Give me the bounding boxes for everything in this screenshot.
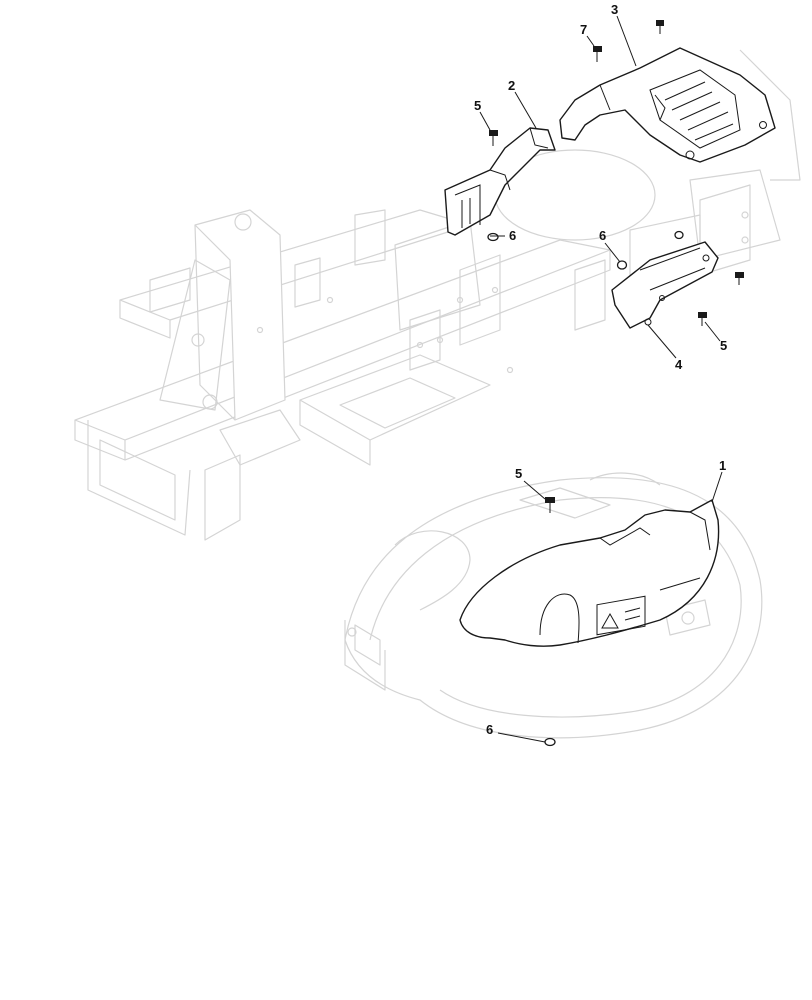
bolt-top-right[interactable]	[656, 20, 664, 34]
bolt-5-top-left[interactable]	[489, 130, 498, 146]
callout-5-right: 5	[720, 338, 727, 353]
part-2-side-cover[interactable]	[444, 127, 556, 236]
callout-7: 7	[580, 22, 587, 37]
part-4-side-plate[interactable]	[611, 241, 719, 329]
callout-6-right: 6	[599, 228, 606, 243]
callout-2: 2	[508, 78, 515, 93]
part-1-chute-cover[interactable]	[459, 499, 720, 647]
callout-1: 1	[719, 458, 726, 473]
leader-lines	[479, 15, 723, 743]
callout-6-deck: 6	[486, 722, 493, 737]
washer-frame-far-right[interactable]	[674, 230, 684, 240]
washer-6-deck[interactable]	[544, 737, 556, 747]
callout-6-left: 6	[509, 228, 516, 243]
bolt-5-deck[interactable]	[545, 497, 555, 513]
bolt-7-top[interactable]	[593, 46, 602, 62]
mower-deck-ghost	[344, 472, 763, 739]
bolt-right-side[interactable]	[735, 272, 744, 285]
callout-5-deck: 5	[515, 466, 522, 481]
callout-3: 3	[611, 2, 618, 17]
callout-4: 4	[675, 357, 683, 372]
part-3-rear-cover[interactable]	[559, 47, 776, 163]
chassis-frame-ghost	[74, 49, 801, 541]
washer-6-frame-left[interactable]	[487, 232, 499, 242]
callout-5-top: 5	[474, 98, 481, 113]
bolt-5-right[interactable]	[698, 312, 707, 326]
washer-6-frame-right[interactable]	[616, 260, 628, 270]
